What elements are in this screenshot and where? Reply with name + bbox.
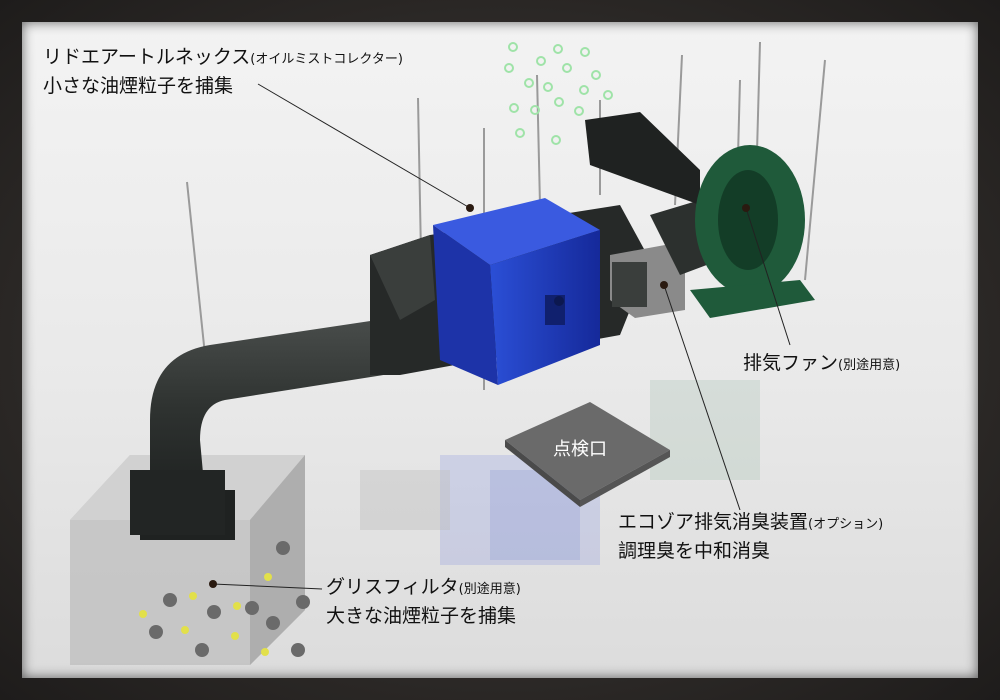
odor-note: (オプション): [808, 517, 884, 532]
grease-particles: [139, 541, 310, 657]
oil-mist-desc: 小さな油煙粒子を捕集: [43, 74, 234, 97]
exhaust-fan: [585, 112, 815, 318]
diagram-panel: リドエアートルネックス(オイルミストコレクター) 小さな油煙粒子を捕集 排気ファ…: [22, 22, 978, 678]
exhaust-fan-label: 排気ファン(別途用意): [743, 349, 900, 378]
elbow-duct: [130, 315, 415, 535]
grease-desc: 大きな油煙粒子を捕集: [326, 604, 517, 627]
inspection-hatch: [505, 402, 670, 507]
grease-title: グリスフィルタ: [326, 576, 459, 598]
fan-title: 排気ファン: [743, 352, 839, 374]
fan-note: (別途用意): [838, 358, 901, 373]
oil-mist-collector-label: リドエアートルネックス(オイルミストコレクター) 小さな油煙粒子を捕集: [43, 43, 403, 100]
grease-filter-label: グリスフィルタ(別途用意) 大きな油煙粒子を捕集: [326, 573, 521, 630]
equipment-diagram: [70, 41, 826, 665]
odor-unit: [610, 245, 685, 318]
oil-mist-collector: [433, 198, 600, 385]
odor-unit-label: エコゾア排気消臭装置(オプション) 調理臭を中和消臭: [618, 508, 883, 565]
oil-mist-note: (オイルミストコレクター): [250, 52, 403, 67]
oil-mist-title: リドエアートルネックス: [43, 46, 251, 68]
leader-dots: [209, 204, 750, 588]
grease-note: (別途用意): [458, 582, 521, 597]
leader-lines: [212, 83, 791, 590]
odor-title: エコゾア排気消臭装置: [618, 511, 809, 533]
odor-particles: [504, 42, 613, 145]
inspection-hatch-label: 点検口: [553, 439, 607, 460]
odor-desc: 調理臭を中和消臭: [618, 539, 771, 562]
